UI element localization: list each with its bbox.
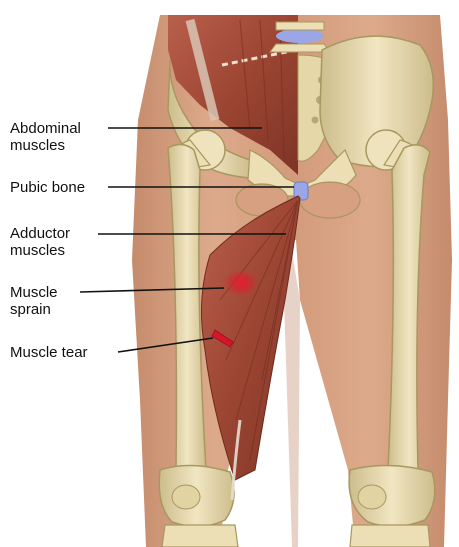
sprain-marker — [223, 269, 259, 297]
label-adductor-muscles: Adductor muscles — [10, 225, 70, 259]
label-abdominal-muscles: Abdominal muscles — [10, 120, 81, 154]
label-muscle-sprain: Muscle sprain — [10, 284, 58, 318]
label-abdominal-line1: Abdominal — [10, 120, 81, 137]
label-sprain-line2: sprain — [10, 301, 58, 318]
label-sprain-line1: Muscle — [10, 284, 58, 301]
label-pubic-bone: Pubic bone — [10, 179, 85, 196]
label-adductor-line1: Adductor — [10, 225, 70, 242]
label-abdominal-line2: muscles — [10, 137, 81, 154]
label-adductor-line2: muscles — [10, 242, 70, 259]
label-muscle-tear: Muscle tear — [10, 344, 88, 361]
